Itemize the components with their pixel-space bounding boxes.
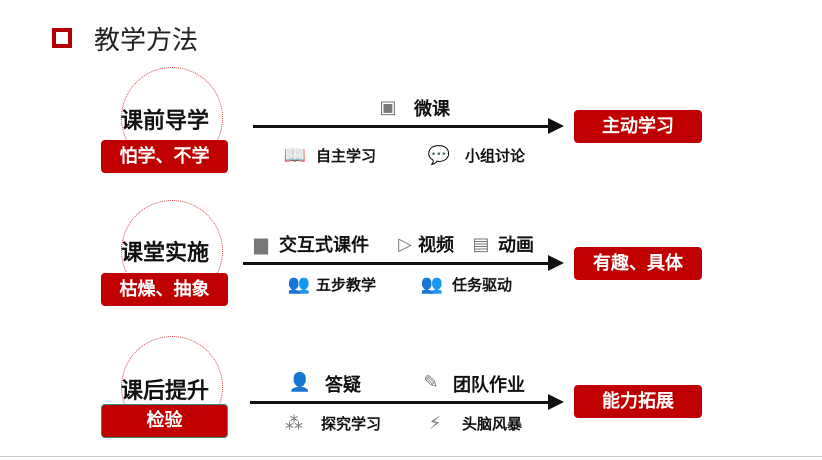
arrow-line <box>253 125 549 128</box>
problem-badge: 怕学、不学 <box>101 140 228 173</box>
method-label: 微课 <box>414 99 450 120</box>
result-badge: 主动学习 <box>574 110 702 143</box>
problem-badge: 枯燥、抽象 <box>101 273 228 306</box>
video-icon: ▷ <box>398 233 412 255</box>
page-title: 教学方法 <box>94 26 199 56</box>
discussion-icon: 👥 <box>420 273 444 295</box>
footer-divider <box>0 456 822 457</box>
method-label: 自主学习 <box>316 147 377 165</box>
arrow-head-icon <box>548 394 564 410</box>
method-label: 视频 <box>418 235 454 256</box>
stage-label: 课前导学 <box>120 109 209 134</box>
arrow-head-icon <box>548 118 564 134</box>
method-label: 头脑风暴 <box>462 415 523 433</box>
method-label: 交互式课件 <box>279 235 369 256</box>
stage-label: 课后提升 <box>120 379 209 404</box>
problem-badge: 检验 <box>101 404 228 438</box>
presentation-icon: ▤ <box>472 233 490 255</box>
network-icon: ⁂ <box>285 412 303 434</box>
chat-icon: 💬 <box>427 144 451 166</box>
stage-label: 课堂实施 <box>120 241 209 266</box>
brain-icon: ⚡ <box>428 412 442 434</box>
method-label: 答疑 <box>325 375 361 396</box>
arrow-line <box>243 262 549 265</box>
micro-lecture-icon: ▣ <box>379 96 397 118</box>
method-label: 团队作业 <box>453 375 525 396</box>
result-badge: 有趣、具体 <box>574 247 702 280</box>
question-user-icon: 👤 <box>288 371 312 393</box>
title-bullet-icon <box>52 28 72 48</box>
method-label: 动画 <box>498 235 534 256</box>
discussion-icon: 👥 <box>287 273 311 295</box>
arrow-line <box>250 401 549 404</box>
result-badge: 能力拓展 <box>574 385 702 418</box>
arrow-head-icon <box>548 255 564 271</box>
method-label: 探究学习 <box>321 415 382 433</box>
method-label: 五步教学 <box>316 276 377 294</box>
method-label: 小组讨论 <box>465 147 526 165</box>
method-label: 任务驱动 <box>452 276 513 294</box>
edit-icon: ✎ <box>423 371 439 393</box>
book-icon: 📖 <box>283 144 307 166</box>
folder-icon: ▆ <box>254 233 268 255</box>
